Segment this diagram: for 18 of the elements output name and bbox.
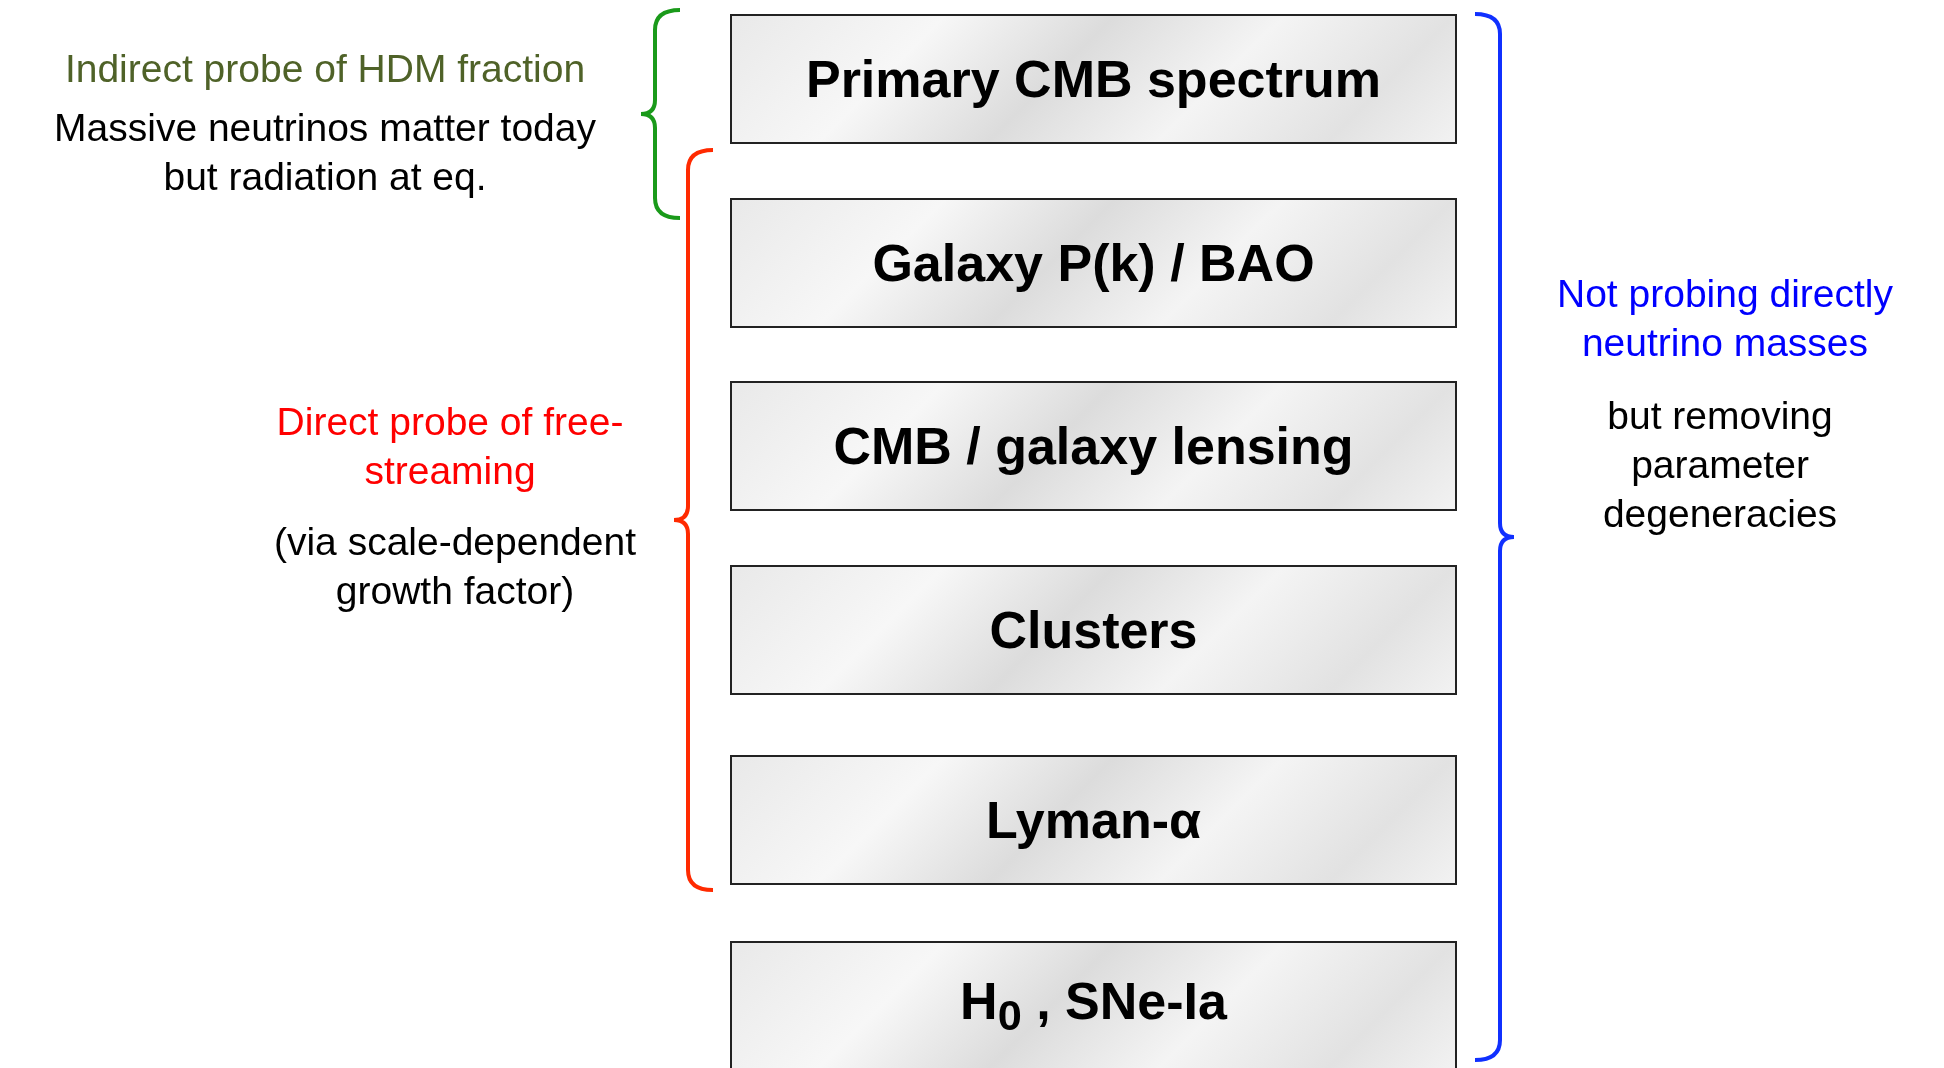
probe-name: CMB / galaxy lensing <box>833 416 1354 476</box>
probe-name: Primary CMB spectrum <box>805 49 1382 109</box>
probe-name: H$_{0}$ , SNe-Ia <box>960 971 1227 1041</box>
annotation-text: Direct probe of free-streaming <box>275 399 625 494</box>
probe-name: Clusters <box>989 600 1198 660</box>
probe-box <box>730 755 1457 885</box>
probe-box <box>730 198 1457 328</box>
annotation-text: Indirect probe of HDM fraction <box>63 46 587 92</box>
probe-name: Galaxy P(k) / BAO <box>872 233 1315 293</box>
probe-box <box>730 14 1457 144</box>
annotation-text: but removing parameter degeneracies <box>1601 393 1839 537</box>
probe-box <box>730 565 1457 695</box>
probe-box <box>730 381 1457 511</box>
annotation-text: Massive neutrinos matter today but radiation at eq. <box>53 105 597 200</box>
probe-box <box>730 941 1457 1068</box>
annotation-text: (via scale-dependent growth factor) <box>272 519 638 614</box>
probe-name: Lyman-α <box>986 790 1201 850</box>
annotation-text: Not probing directly neutrino masses <box>1556 271 1894 366</box>
